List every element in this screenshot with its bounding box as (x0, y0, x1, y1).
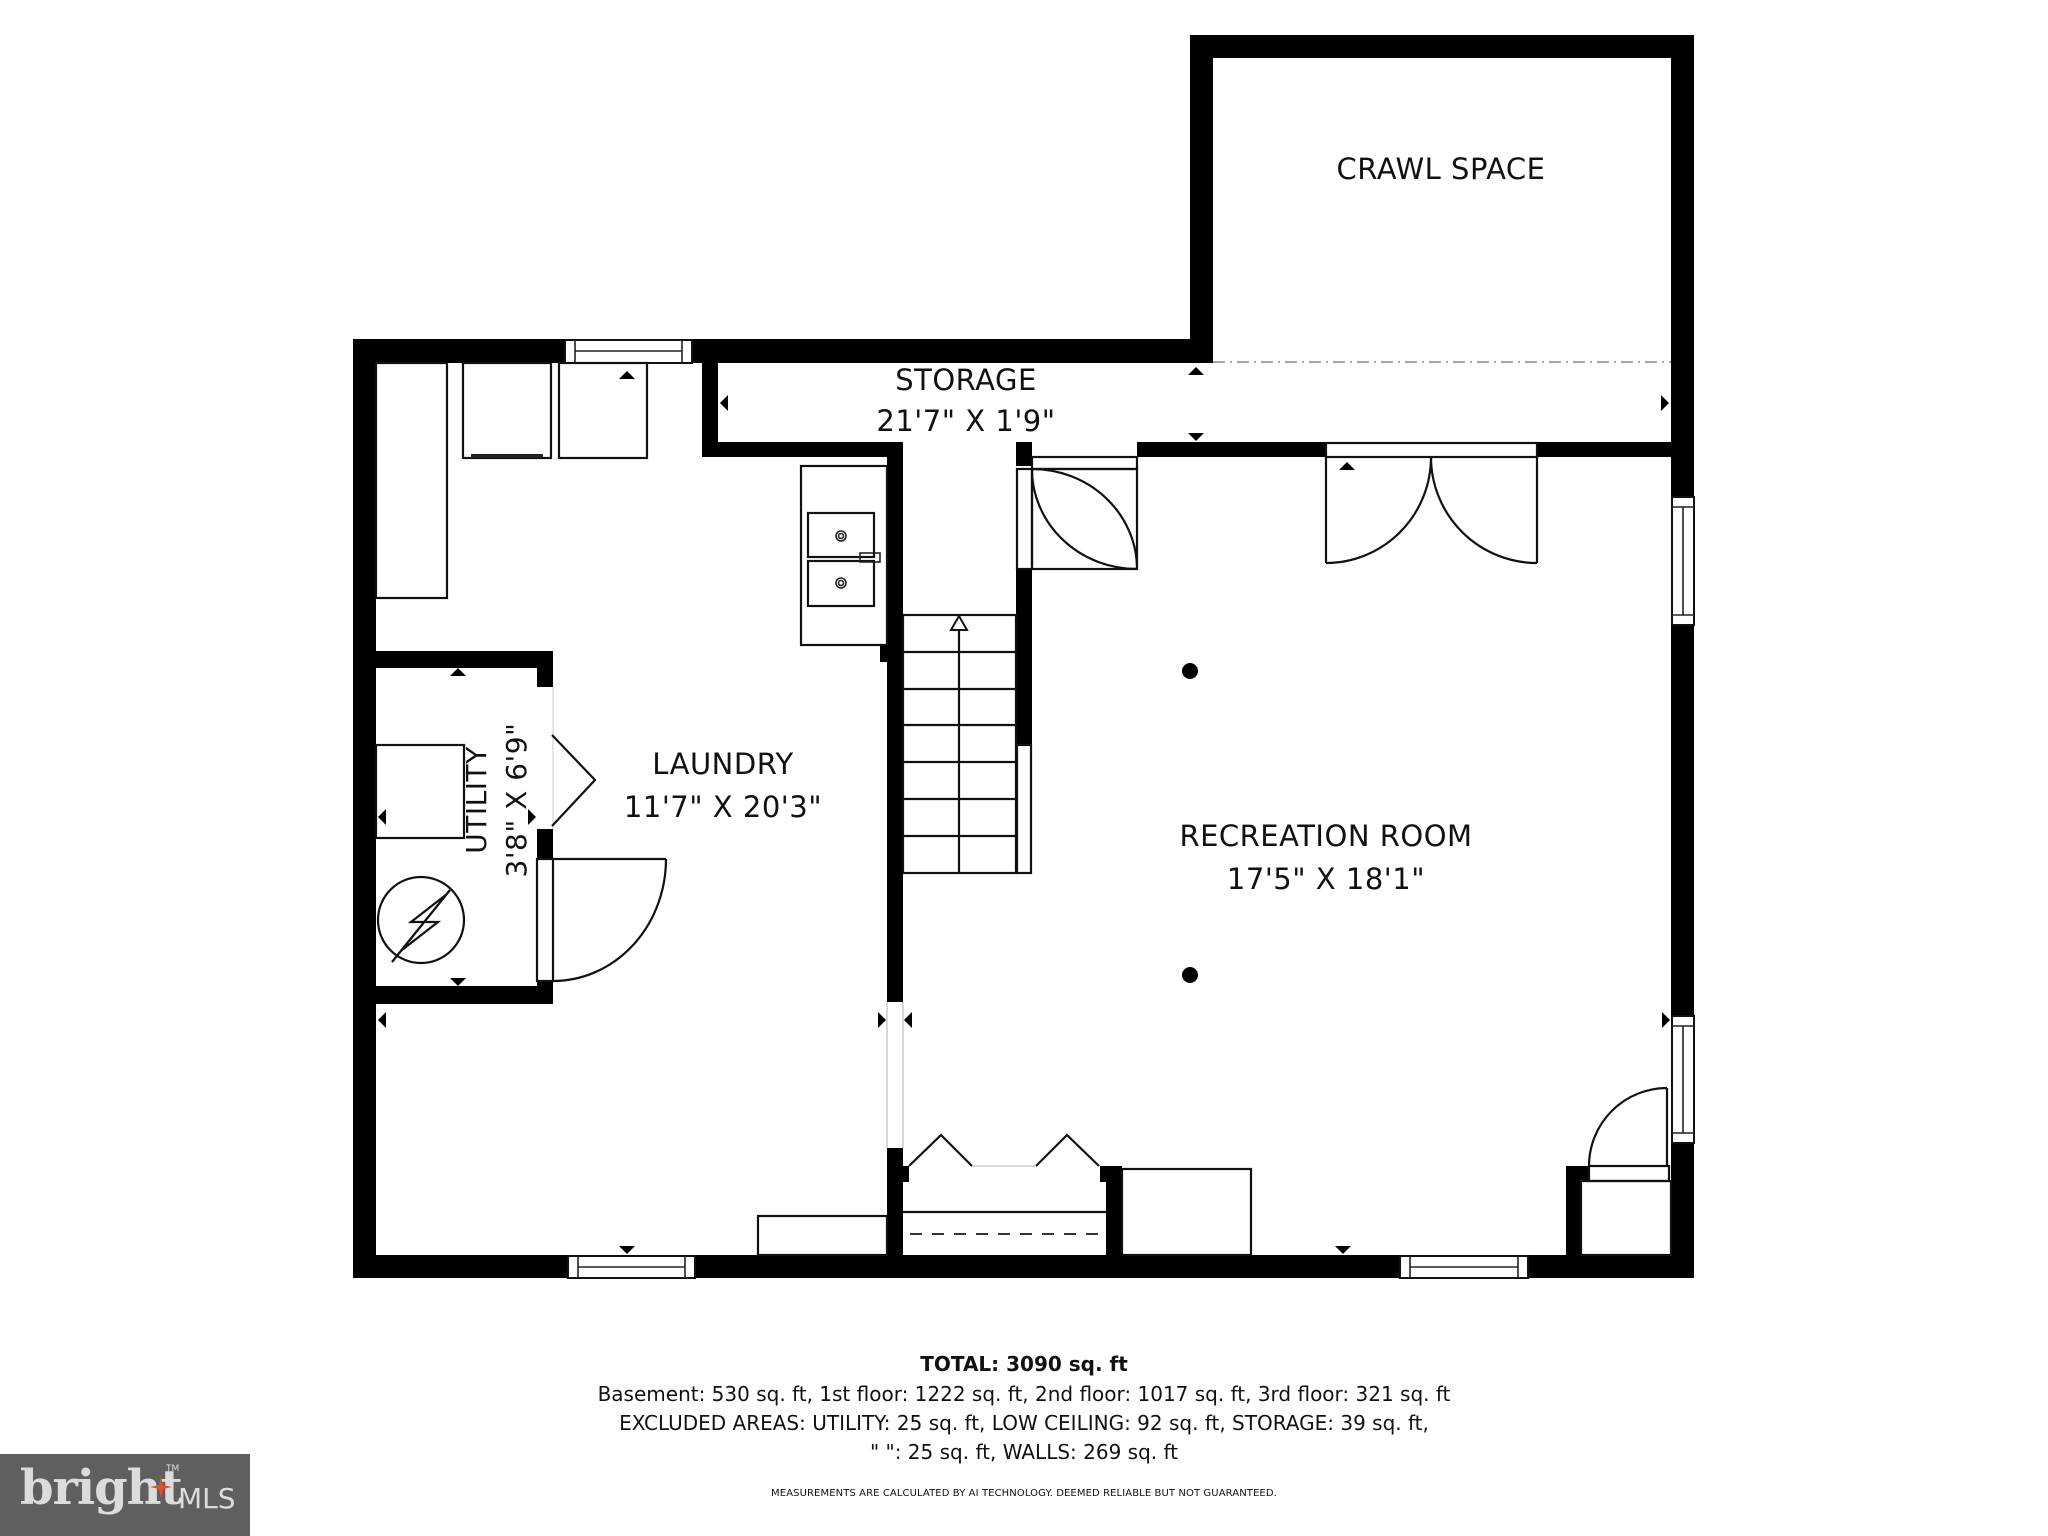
cabinet (1120, 1167, 1253, 1257)
window-bottom-rec (1399, 1255, 1529, 1279)
utility-shelf (374, 743, 466, 840)
counter (374, 361, 449, 600)
room-labels: CRAWL SPACE STORAGE 21'7" X 1'9" LAUNDRY… (460, 152, 1545, 896)
floor-areas: Basement: 530 sq. ft, 1st floor: 1222 sq… (597, 1382, 1451, 1406)
water-heater-icon (376, 875, 466, 965)
opening-laundry-rec (886, 1002, 904, 1148)
laundry-label: LAUNDRY (652, 747, 793, 781)
door-corner-closet (1015, 455, 1139, 571)
post (1182, 967, 1198, 983)
utility-dimensions: 3'8" X 6'9" (500, 723, 533, 878)
utility-label: UTILITY (460, 746, 493, 854)
washer (461, 361, 553, 460)
bright-mls-logo: bright TM MLS (0, 1454, 250, 1536)
total-area: TOTAL: 3090 sq. ft (920, 1352, 1128, 1376)
fixtures (374, 361, 1673, 1257)
stairs (901, 613, 1033, 875)
disclaimer: MEASUREMENTS ARE CALCULATED BY AI TECHNO… (771, 1488, 1277, 1499)
sink-cabinet (799, 464, 889, 647)
post (1182, 663, 1198, 679)
windows (564, 339, 1695, 1279)
door-rec-double (1324, 441, 1539, 565)
window-right-lower (1671, 1015, 1695, 1144)
logo-suffix: MLS (178, 1482, 236, 1515)
doors (535, 441, 1671, 1183)
excluded-areas-line1: EXCLUDED AREAS: UTILITY: 25 sq. ft, LOW … (619, 1411, 1429, 1435)
walls (353, 35, 1694, 1278)
window-right-upper (1671, 496, 1695, 626)
window-bottom-laundry (567, 1255, 696, 1279)
excluded-areas-line2: " ": 25 sq. ft, WALLS: 269 sq. ft (869, 1440, 1179, 1464)
star-icon (150, 1476, 172, 1498)
crawl-space-label: CRAWL SPACE (1337, 152, 1546, 186)
closet-bottom (903, 1133, 1106, 1235)
window-top-laundry (564, 339, 693, 364)
laundry-dimensions: 11'7" X 20'3" (624, 790, 822, 824)
door-small-closet (1587, 1086, 1671, 1183)
storage-label: STORAGE (895, 363, 1037, 397)
recreation-room-label: RECREATION ROOM (1179, 819, 1472, 853)
door-utility-bifold (551, 687, 597, 829)
trademark: TM (166, 1464, 180, 1474)
cabinet (756, 1214, 889, 1257)
recreation-room-dimensions: 17'5" X 18'1" (1227, 862, 1425, 896)
dimension-markers (378, 367, 1670, 1254)
door-utility-swing (535, 857, 668, 983)
storage-dimensions: 21'7" X 1'9" (876, 404, 1055, 438)
dryer (557, 361, 649, 460)
